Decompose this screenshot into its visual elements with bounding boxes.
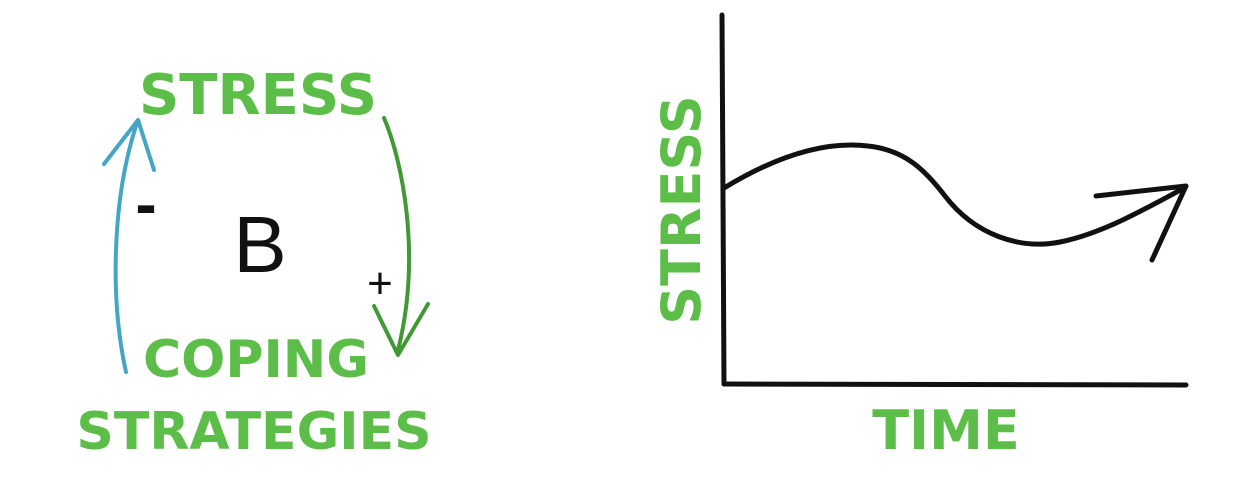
coping-node-label-line1: COPING <box>143 330 369 390</box>
coping-to-stress-arrow <box>102 118 156 374</box>
balancing-loop-diagram: STRESS COPING STRATEGIES B - + <box>76 63 431 462</box>
coping-to-stress-arrowhead <box>102 118 156 172</box>
positive-polarity-sign: + <box>367 259 393 308</box>
stress-curve <box>721 142 1187 247</box>
negative-polarity-sign: - <box>135 168 156 240</box>
x-axis-label: TIME <box>872 399 1020 462</box>
y-axis-label: STRESS <box>650 95 713 325</box>
stress-to-coping-arrow <box>372 116 430 357</box>
stress-node-label: STRESS <box>139 63 377 128</box>
balancing-loop-marker: B <box>233 200 286 289</box>
y-axis <box>719 12 727 387</box>
coping-to-stress-arrow-shaft <box>113 124 138 374</box>
stress-to-coping-arrowhead <box>372 302 430 357</box>
x-axis <box>721 381 1189 388</box>
stress-time-graph: STRESS TIME <box>650 12 1189 462</box>
stress-to-coping-arrow-shaft <box>382 116 412 352</box>
stress-curve-arrowhead <box>1093 183 1189 263</box>
coping-node-label-line2: STRATEGIES <box>76 402 431 462</box>
